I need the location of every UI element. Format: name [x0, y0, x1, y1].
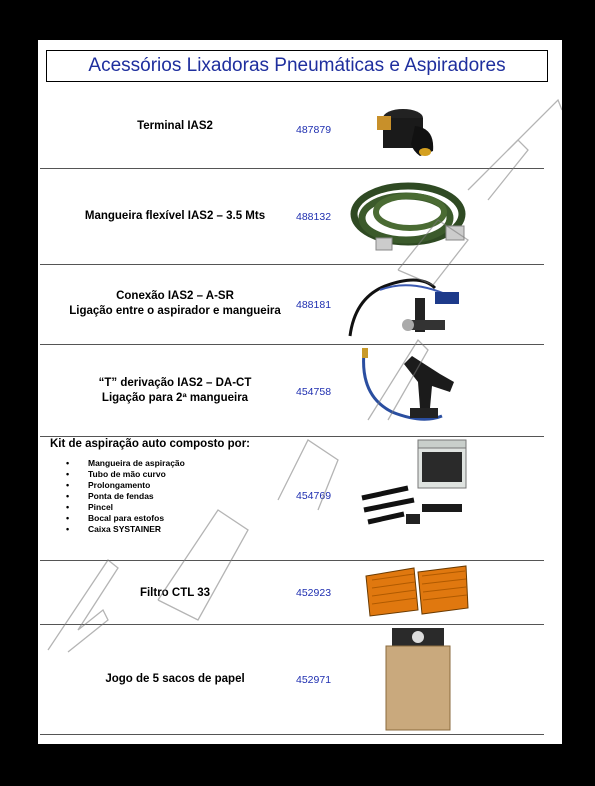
product-code: 488181	[296, 299, 332, 311]
product-row-terminal: Terminal IAS2 487879	[40, 84, 544, 169]
page-title: Acessórios Lixadoras Pneumáticas e Aspir…	[88, 55, 506, 76]
kit-list: Mangueira de aspiração Tubo de mão curvo…	[50, 458, 185, 535]
product-name: Mangueira flexível IAS2 – 3.5 Mts	[40, 209, 310, 224]
product-name: “T” derivação IAS2 – DA-CT Ligação para …	[40, 376, 310, 406]
product-name-line: Ligação para 2ª mangueira	[101, 392, 249, 404]
kit-title: Kit de aspiração auto composto por:	[50, 438, 250, 450]
product-code: 452923	[296, 587, 332, 599]
product-name: Jogo de 5 sacos de papel	[105, 673, 245, 685]
product-code: 487879	[296, 124, 332, 136]
product-code: 452971	[296, 674, 332, 686]
ias2-terminal-icon	[377, 109, 434, 156]
filter-icon	[365, 565, 469, 617]
product-row-hose: Mangueira flexível IAS2 – 3.5 Mts 488132	[40, 168, 544, 265]
product-name-line: Ligação entre o aspirador e mangueira	[69, 305, 281, 317]
kit-list-item: Ponta de fendas	[50, 491, 185, 502]
product-name: Conexão IAS2 – A-SR Ligação entre o aspi…	[40, 289, 310, 319]
kit-list-item: Pincel	[50, 502, 185, 513]
kit-list-item: Mangueira de aspiração	[50, 458, 185, 469]
product-row-t-branch: “T” derivação IAS2 – DA-CT Ligação para …	[40, 344, 544, 437]
t-branch-icon	[362, 348, 454, 421]
product-row-kit: Kit de aspiração auto composto por: Mang…	[40, 436, 544, 561]
kit-list-item: Prolongamento	[50, 480, 185, 491]
systainer-kit-icon	[361, 439, 467, 525]
product-row-bags: Jogo de 5 sacos de papel 452971	[40, 624, 544, 735]
kit-list-item: Bocal para estofos	[50, 513, 185, 524]
connector-hose-icon	[348, 278, 459, 337]
product-code: 454758	[296, 386, 332, 398]
hose-coil-icon	[350, 182, 466, 251]
product-code: 488132	[296, 211, 332, 223]
page-title-box: Acessórios Lixadoras Pneumáticas e Aspir…	[46, 50, 548, 82]
product-name-line: Mangueira flexível IAS2 – 3.5 Mts	[84, 210, 266, 222]
kit-list-item: Tubo de mão curvo	[50, 469, 185, 480]
product-code: 454769	[296, 490, 332, 502]
product-name-line: Conexão IAS2 – A-SR	[116, 290, 234, 302]
product-name: Terminal IAS2	[40, 119, 310, 134]
paper-bag-icon	[385, 628, 451, 731]
kit-list-item: Caixa SYSTAINER	[50, 524, 185, 535]
product-name-line: Terminal IAS2	[137, 120, 213, 132]
product-name: Filtro CTL 33	[139, 587, 211, 599]
product-row-connector: Conexão IAS2 – A-SR Ligação entre o aspi…	[40, 264, 544, 345]
product-row-filter: Filtro CTL 33 452923	[40, 560, 544, 625]
catalog-page: Acessórios Lixadoras Pneumáticas e Aspir…	[38, 40, 562, 744]
product-name-line: “T” derivação IAS2 – DA-CT	[98, 377, 252, 389]
